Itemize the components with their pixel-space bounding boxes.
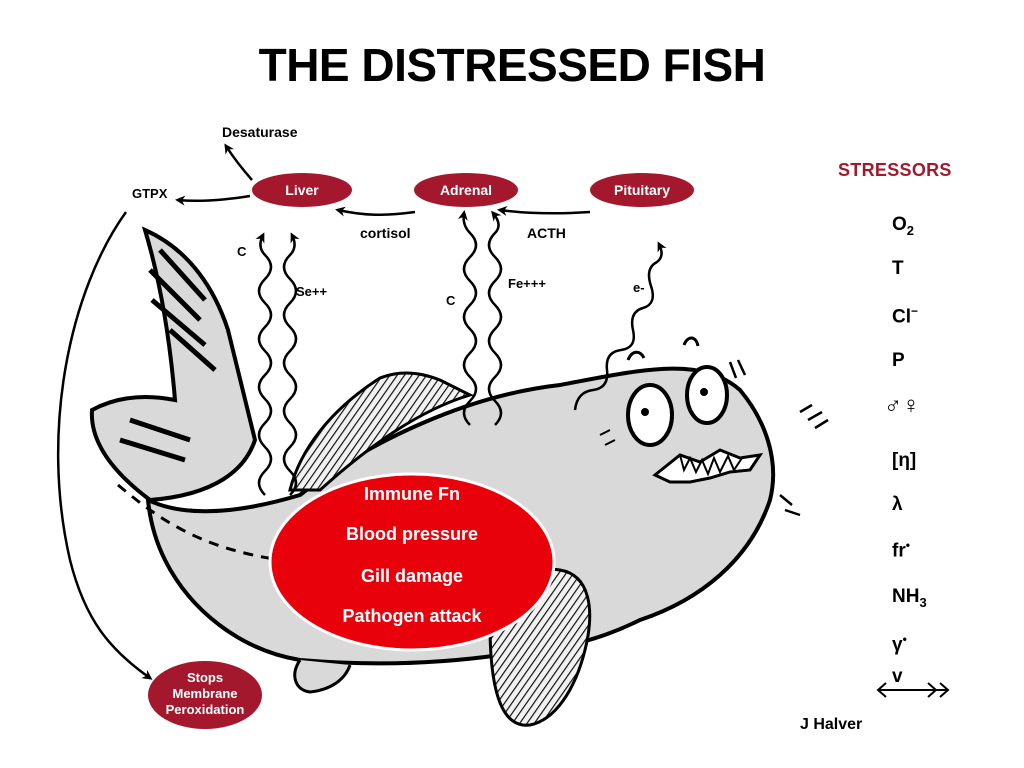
stressor-symbol: λ [892,494,903,515]
stressor-symbol: [η] [892,450,917,471]
stressor-item: v [892,666,903,688]
label-c-adrenal: C [446,293,456,308]
velocity-arrows-icon [876,682,950,698]
stressor-item: [η] [892,450,916,472]
effect-immune: Immune Fn [364,484,460,504]
node-liver: Liver [252,173,352,207]
stressor-symbol: Cl [892,306,911,328]
label-desaturase: Desaturase [222,124,298,140]
wavy-arrow-se [282,232,300,496]
stressor-superscript: • [905,538,910,552]
label-acth: ACTH [527,225,566,241]
stressor-symbol: ♂♀ [884,392,920,419]
label-e: e- [633,280,645,295]
stressor-item: λ [892,494,903,516]
label-c-liver: C [237,244,247,259]
arrow-gtpx [175,194,251,206]
svg-text:Peroxidation: Peroxidation [166,702,245,717]
stressor-item: fr• [892,538,910,562]
effect-gill-damage: Gill damage [361,566,463,586]
label-se: Se++ [296,284,327,299]
arrow-desaturase [224,143,253,181]
fish-eye-left [626,383,674,447]
stressor-symbol: T [892,258,904,279]
stressor-symbol: γ [892,634,903,656]
stressor-item: ♂♀ [884,392,920,420]
stressor-subscript: 2 [906,223,915,238]
stressor-item: Cl− [892,304,918,328]
stressor-item: NH3 [892,586,927,610]
effect-pathogen: Pathogen attack [342,606,482,626]
stressor-symbol: P [892,350,905,371]
arrow-acth [497,205,591,216]
author-credit: J Halver [800,716,863,733]
wavy-arrow-c-adrenal [457,210,478,426]
effects-ellipse [268,472,556,652]
label-fe: Fe+++ [508,276,546,291]
node-adrenal: Adrenal [414,173,518,207]
stressor-symbol: O [892,214,907,235]
stressor-symbol: v [892,666,903,687]
label-cortisol: cortisol [360,225,411,241]
slide-title: THE DISTRESSED FISH [258,39,766,91]
stressor-superscript: − [911,304,919,318]
stressor-symbol: fr [892,540,906,562]
stressor-subscript: 3 [919,595,927,610]
ventral-fin [293,659,352,694]
svg-text:Stops: Stops [187,670,223,685]
wavy-arrow-fe [487,210,503,426]
arrow-to-stops [56,211,153,680]
stressor-superscript: • [902,632,907,646]
node-stops: Stops Membrane Peroxidation [148,661,262,729]
stressor-item: T [892,258,904,280]
stressors-title: STRESSORS [838,160,952,180]
node-pituitary: Pituitary [590,173,694,207]
effect-blood-pressure: Blood pressure [346,524,478,544]
wavy-arrow-e [573,241,667,411]
stressor-item: P [892,350,905,372]
dorsal-fin [288,371,475,492]
fish-tail [89,226,258,503]
label-gtpx: GTPX [132,186,168,201]
arrow-cortisol [335,206,416,217]
stressor-item: O2 [892,214,914,238]
fish-eye-right [685,365,729,425]
stressor-item: γ• [892,632,907,656]
stressor-symbol: NH [892,586,920,607]
node-liver-label: Liver [285,182,319,198]
wavy-arrow-c-liver [255,232,273,496]
lateral-line [117,483,281,562]
node-adrenal-label: Adrenal [440,182,492,198]
node-pituitary-label: Pituitary [614,182,670,198]
tail-stripes [119,248,217,463]
svg-text:Membrane: Membrane [172,686,237,701]
